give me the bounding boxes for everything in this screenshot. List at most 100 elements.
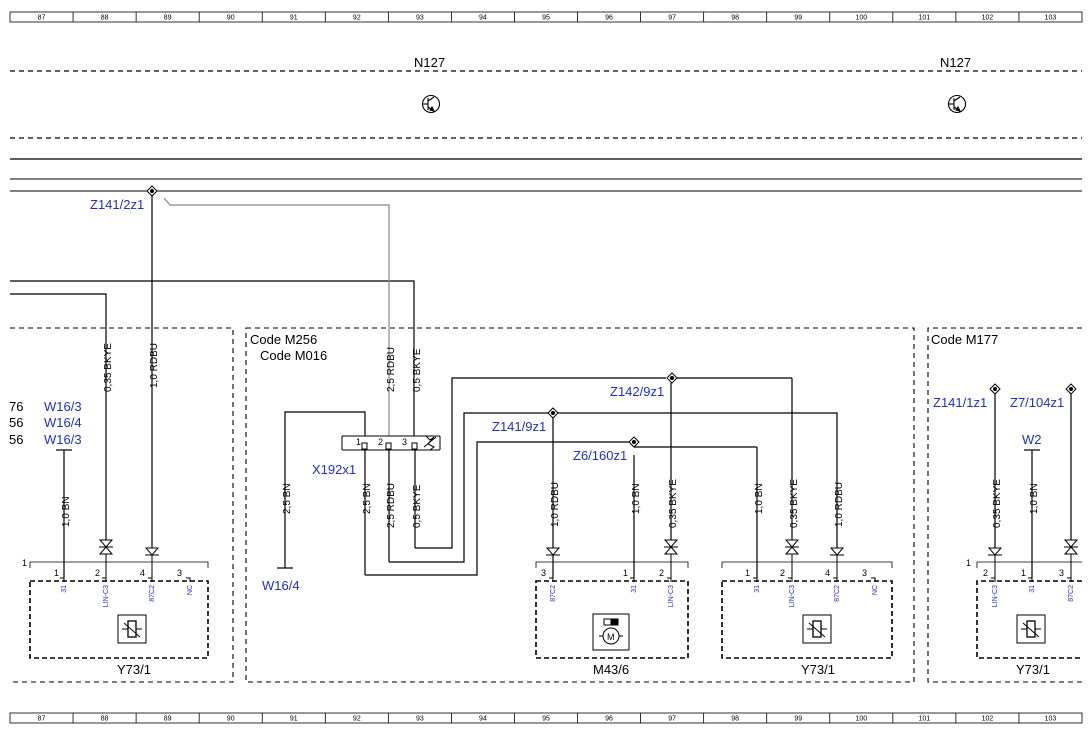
component-y73-right: Y73/1	[1016, 662, 1050, 677]
code-areas	[10, 327, 1082, 683]
ruler-cell-label: 100	[855, 15, 867, 22]
ruler-cell-label: 97	[668, 15, 676, 22]
pin-signal-31: 31	[1029, 585, 1036, 593]
pin-signal-87: 87C2	[1068, 585, 1075, 602]
ref-w16-3-a[interactable]: W16/3	[44, 399, 82, 414]
ruler-cell-label: 89	[164, 716, 172, 723]
ref-z141-1z1[interactable]: Z141/1z1	[933, 395, 987, 410]
ruler-cell-label: 102	[982, 716, 994, 723]
pin-signal-31: 31	[631, 585, 638, 593]
ref-w16-4-a[interactable]: W16/4	[44, 415, 82, 430]
pin-signal-87: 87C2	[550, 585, 557, 602]
ruler-cell-label: 103	[1045, 15, 1057, 22]
ruler-cell-label: 90	[227, 716, 235, 723]
ruler-cell-label: 95	[542, 716, 550, 723]
ruler-cell-label: 91	[290, 716, 298, 723]
box-index-left: 1	[22, 558, 27, 568]
wire-label: 2,5 BN	[362, 483, 373, 514]
component-y73-left: Y73/1	[117, 662, 151, 677]
wire-label: 0,5 BKYE	[412, 348, 423, 392]
component-y73-mid: Y73/1	[801, 662, 835, 677]
wire-label: 1,0 BN	[631, 483, 642, 514]
ruler-cell-label: 96	[605, 716, 613, 723]
component-m43-6: M43/6	[593, 662, 629, 677]
ruler-cell-label: 103	[1045, 716, 1057, 723]
ref-z141-2z1[interactable]: Z141/2z1	[90, 197, 144, 212]
ruler-cell-label: 93	[416, 716, 424, 723]
ruler-cell-label: 96	[605, 15, 613, 22]
motor-icon: M	[592, 613, 630, 651]
wire-label: 2,5 RDBU	[386, 347, 397, 392]
connector-arrows	[98, 539, 1079, 556]
wire-label: 1,0 BN	[754, 483, 765, 514]
ref-z6-160z1[interactable]: Z6/160z1	[573, 448, 627, 463]
wires	[10, 191, 1072, 578]
ruler-cell-label: 91	[290, 15, 298, 22]
ruler-cell-label: 101	[919, 15, 931, 22]
ruler-cell-label: 101	[919, 716, 931, 723]
pin-number: 1	[54, 568, 59, 578]
pin-number: 1	[623, 568, 628, 578]
ruler-cell-label: 98	[731, 716, 739, 723]
wire-label: 2,5 RDBU	[386, 483, 397, 528]
ref-z141-9z1[interactable]: Z141/9z1	[492, 419, 546, 434]
pin-signal-lin: LIN-C3	[668, 585, 675, 607]
x192-pin-3: 3	[402, 437, 407, 447]
ruler-cell-label: 93	[416, 15, 424, 22]
ref-x192x1[interactable]: X192x1	[312, 462, 356, 477]
actuator-icon	[117, 614, 147, 644]
wire-label: 1,0 RDBU	[834, 482, 845, 527]
ruler-cell-label: 95	[542, 15, 550, 22]
code-m256-label: Code M256	[250, 332, 317, 347]
wire-label: 0,35 BKYE	[992, 479, 1003, 528]
wire-label: 0,5 BKYE	[412, 484, 423, 528]
ruler-cell-label: 88	[101, 15, 109, 22]
cut-label-56: 56	[9, 415, 23, 430]
pin-signal-31: 31	[61, 585, 68, 593]
ruler-cell-label: 102	[982, 15, 994, 22]
code-m177-label: Code M177	[931, 332, 998, 347]
actuator-icon	[802, 614, 832, 644]
ruler-cell-label: 92	[353, 15, 361, 22]
ruler-cell-label: 99	[794, 15, 802, 22]
ruler-cell-label: 89	[164, 15, 172, 22]
ruler-cell-label: 99	[794, 716, 802, 723]
pin-signal-31: 31	[754, 585, 761, 593]
box-index-right: 1	[966, 558, 971, 568]
x192-pin-2: 2	[378, 437, 383, 447]
ruler-cell-label: 87	[38, 716, 46, 723]
pin-number: 2	[780, 568, 785, 578]
ruler-cell-label: 100	[855, 716, 867, 723]
pin-signal-nc: NC	[872, 585, 879, 595]
ref-z7-104z1[interactable]: Z7/104z1	[1010, 395, 1064, 410]
splice-diamonds	[146, 185, 1077, 448]
ref-w2[interactable]: W2	[1022, 432, 1042, 447]
pin-number: 2	[983, 568, 988, 578]
pin-number: 2	[95, 568, 100, 578]
wire-label: 0,35 BKYE	[103, 343, 114, 392]
actuator-icon	[1016, 614, 1046, 644]
wire-label: 0,35 BKYE	[789, 479, 800, 528]
wire-label: 1,0 BN	[1029, 483, 1040, 514]
ref-w16-3-b[interactable]: W16/3	[44, 432, 82, 447]
wire-label: 1,0 BN	[61, 496, 72, 527]
n127-label-left: N127	[414, 55, 445, 70]
wire-label: 0,35 BKYE	[668, 479, 679, 528]
ruler-cell-label: 88	[101, 716, 109, 723]
cut-label-56b: 56	[9, 432, 23, 447]
ref-z142-9z1[interactable]: Z142/9z1	[610, 384, 664, 399]
ref-w16-4-center[interactable]: W16/4	[262, 578, 300, 593]
transistor-icon	[947, 94, 967, 114]
ruler-cell-label: 98	[731, 15, 739, 22]
pin-signal-87: 87C2	[834, 585, 841, 602]
ruler-cell-label: 94	[479, 716, 487, 723]
transistor-icon	[421, 94, 441, 114]
pin-signal-nc: NC	[187, 585, 194, 595]
component-boxes	[29, 561, 1082, 659]
bus-lines	[10, 70, 1082, 192]
code-m016-label: Code M016	[260, 348, 327, 363]
pin-number: 2	[659, 568, 664, 578]
wire-label: 2,5 BN	[282, 483, 293, 514]
